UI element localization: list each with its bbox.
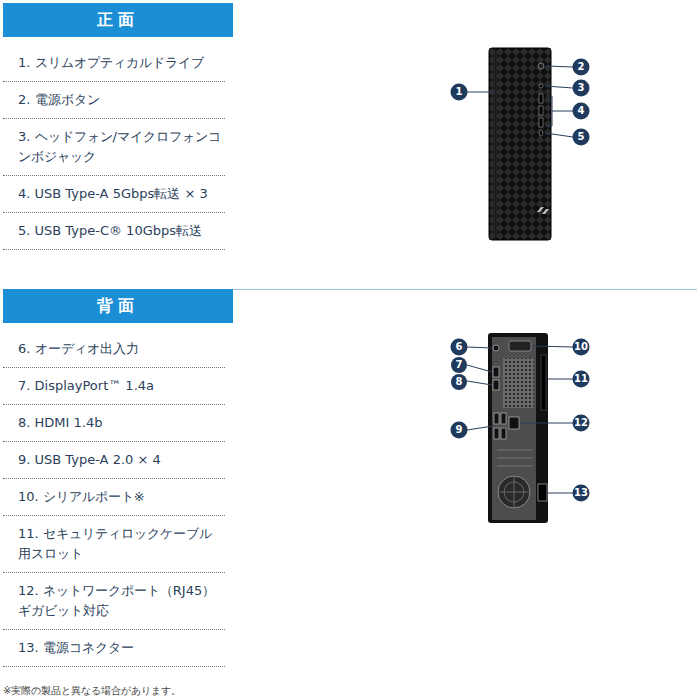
callout-number: 4 [572, 103, 590, 119]
callout-number: 11 [572, 371, 590, 387]
back-pc [488, 333, 548, 523]
callout-number: 6 [450, 339, 468, 355]
callout-number: 2 [572, 59, 590, 75]
port-item: 2. 電源ボタン [3, 82, 225, 119]
callout-number: 3 [572, 80, 590, 96]
callout-number: 9 [450, 422, 468, 438]
callout-number: 12 [572, 415, 590, 431]
footnote: ※実際の製品と異なる場合があります。 [3, 684, 181, 698]
section-title: 背面 [97, 296, 139, 317]
port-list: 1. スリムオプティカルドライブ2. 電源ボタン3. ヘッドフォン/マイクロフォ… [3, 45, 225, 250]
port-item: 10. シリアルポート※ [3, 479, 225, 516]
port-item: 3. ヘッドフォン/マイクロフォンコンボジャック [3, 119, 225, 176]
port-list: 6. オーディオ出入力7. DisplayPort™ 1.4a8. HDMI 1… [3, 331, 225, 667]
callout-circles [451, 59, 590, 502]
leader-lines [467, 346, 573, 493]
leader-lines [467, 66, 573, 137]
section-title: 正面 [97, 10, 139, 31]
port-item: 5. USB Type-C® 10Gbps転送 [3, 213, 225, 250]
port-item: 6. オーディオ出入力 [3, 331, 225, 368]
callout-number: 13 [572, 485, 590, 501]
port-item: 9. USB Type-A 2.0 × 4 [3, 442, 225, 479]
port-item: 1. スリムオプティカルドライブ [3, 45, 225, 82]
port-item: 11. セキュリティロックケーブル用スロット [3, 516, 225, 573]
port-item: 7. DisplayPort™ 1.4a [3, 368, 225, 405]
section-band: 正面 [3, 3, 233, 37]
callout-number: 10 [572, 339, 590, 355]
callout-number: 5 [572, 129, 590, 145]
port-item: 4. USB Type-A 5Gbps転送 × 3 [3, 176, 225, 213]
rule-line [233, 289, 697, 290]
port-item: 12. ネットワークポート（RJ45）ギガビット対応 [3, 573, 225, 630]
front-pc [489, 48, 551, 240]
callout-number: 7 [450, 357, 468, 373]
callout-number: 8 [450, 374, 468, 390]
section-band: 背面 [3, 289, 233, 323]
callout-number: 1 [450, 84, 468, 100]
port-item: 8. HDMI 1.4b [3, 405, 225, 442]
port-item: 13. 電源コネクター [3, 630, 225, 667]
